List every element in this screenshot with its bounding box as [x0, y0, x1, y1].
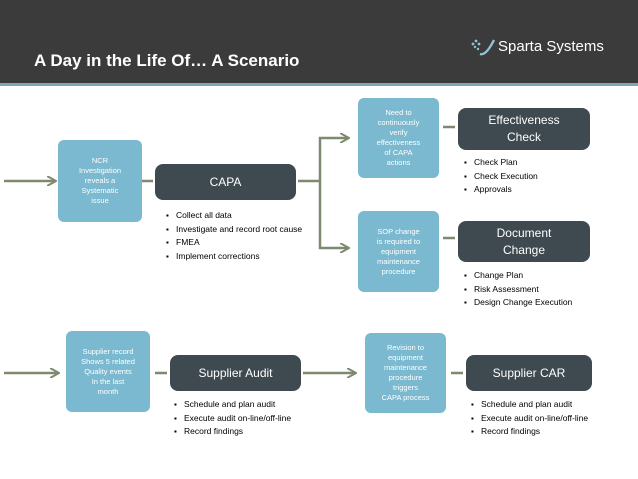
list-item: Investigate and record root cause [166, 223, 306, 237]
list-item: Change Plan [464, 269, 624, 283]
document-change-box: Document Change [458, 221, 590, 262]
supplier-audit-bullet-list: Schedule and plan audit Execute audit on… [174, 398, 334, 439]
list-item: Execute audit on-line/off-line [174, 412, 334, 426]
list-item: Design Change Execution [464, 296, 624, 310]
list-item: Approvals [464, 183, 614, 197]
supplier-car-label: Supplier CAR [492, 365, 566, 380]
company-logo: Sparta Systems [470, 36, 630, 62]
effectiveness-check-box: Effectiveness Check [458, 108, 590, 150]
supplier-audit-label: Supplier Audit [198, 365, 273, 380]
document-change-label: Document Change [496, 225, 552, 257]
effectiveness-trigger-box: Need to continuously verify effectivenes… [358, 98, 439, 178]
supplier-audit-box: Supplier Audit [170, 355, 301, 391]
logo-mark-icon [471, 39, 496, 56]
effectiveness-check-label: Effectiveness Check [488, 113, 560, 144]
header-accent-line [0, 83, 638, 86]
ncr-trigger-box: NCR Investigation reveals a Systematic i… [58, 140, 142, 222]
effectiveness-trigger-text: Need to continuously verify effectivenes… [376, 108, 421, 167]
list-item: Record findings [471, 425, 631, 439]
branch-down-arrow [318, 181, 348, 248]
header-bar [0, 0, 638, 83]
ncr-trigger-text: NCR Investigation reveals a Systematic i… [78, 156, 122, 205]
list-item: Implement corrections [166, 250, 306, 264]
branch-up-arrow [318, 138, 348, 181]
revision-trigger-text: Revision to equipment maintenance proced… [381, 343, 430, 402]
list-item: Record findings [174, 425, 334, 439]
document-bullet-list: Change Plan Risk Assessment Design Chang… [464, 269, 624, 310]
supplier-record-trigger-text: Supplier record Shows 5 related Quality … [81, 346, 135, 396]
sop-trigger-box: SOP change is required to equipment main… [358, 211, 439, 292]
list-item: Risk Assessment [464, 283, 624, 297]
list-item: Schedule and plan audit [174, 398, 334, 412]
list-item: FMEA [166, 236, 306, 250]
revision-trigger-box: Revision to equipment maintenance proced… [365, 333, 446, 413]
list-item: Check Plan [464, 156, 614, 170]
capa-process-label: CAPA [209, 174, 242, 189]
supplier-car-box: Supplier CAR [466, 355, 592, 391]
list-item: Schedule and plan audit [471, 398, 631, 412]
logo-text: Sparta Systems [498, 38, 604, 55]
capa-bullet-list: Collect all data Investigate and record … [166, 209, 306, 263]
capa-process-box: CAPA [155, 164, 296, 200]
list-item: Collect all data [166, 209, 306, 223]
supplier-record-trigger-box: Supplier record Shows 5 related Quality … [66, 331, 150, 412]
sop-trigger-text: SOP change is required to equipment main… [376, 226, 421, 276]
supplier-car-bullet-list: Schedule and plan audit Execute audit on… [471, 398, 631, 439]
list-item: Execute audit on-line/off-line [471, 412, 631, 426]
list-item: Check Execution [464, 170, 614, 184]
effectiveness-bullet-list: Check Plan Check Execution Approvals [464, 156, 614, 197]
page-title: A Day in the Life Of… A Scenario [34, 51, 300, 70]
